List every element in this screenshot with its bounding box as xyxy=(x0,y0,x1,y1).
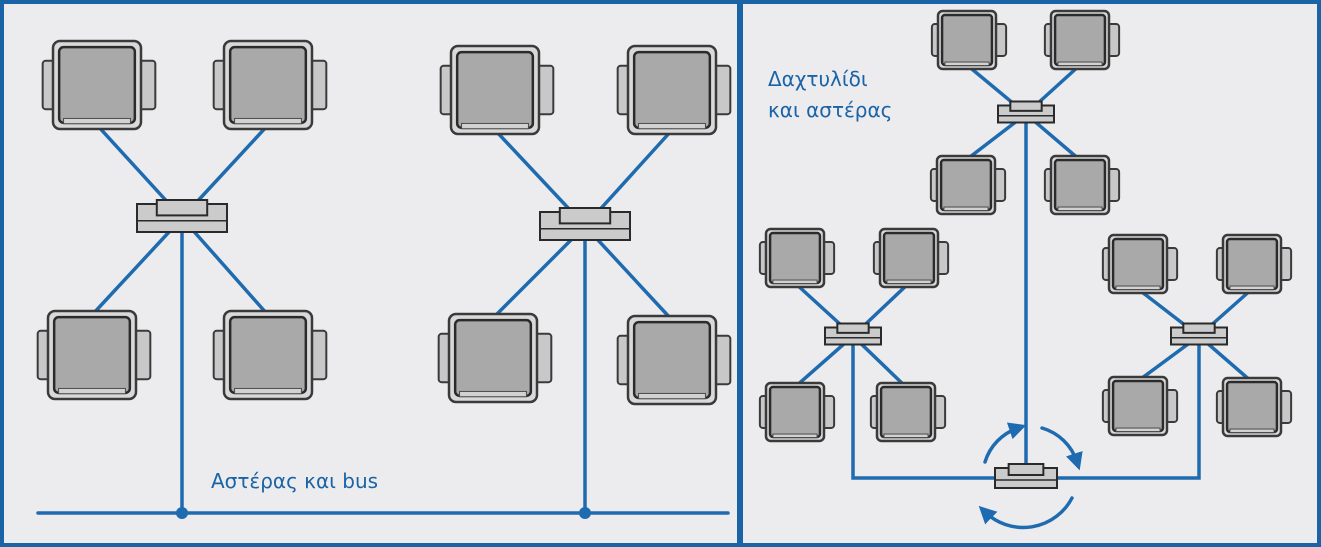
ring-star1-hub xyxy=(997,100,1055,124)
computer-terminal-icon xyxy=(758,227,836,289)
computer-terminal-icon xyxy=(1215,233,1293,295)
computer-terminal-icon xyxy=(1043,154,1121,216)
right-panel-label-line2: και αστέρας xyxy=(768,98,892,122)
computer-terminal-icon xyxy=(616,314,732,406)
computer-terminal-icon xyxy=(758,381,836,443)
bus-junction xyxy=(176,507,188,519)
circular-arrows-icon xyxy=(983,422,1027,464)
star1-link xyxy=(90,216,184,317)
circular-arrows-icon xyxy=(978,496,1074,530)
computer-terminal-icon xyxy=(1215,376,1293,438)
computer-terminal-icon xyxy=(212,39,328,131)
ring-hub xyxy=(994,463,1058,489)
computer-terminal-icon xyxy=(212,309,328,401)
computer-terminal-icon xyxy=(872,227,950,289)
right-star-backbone xyxy=(1024,334,1201,480)
computer-terminal-icon xyxy=(929,154,1007,216)
computer-terminal-icon xyxy=(930,9,1008,71)
ring-arrows xyxy=(978,422,1083,530)
network-computers xyxy=(36,9,1293,443)
computer-terminal-icon xyxy=(439,44,555,136)
network-links xyxy=(36,63,1254,519)
network-hubs xyxy=(136,100,1228,489)
computer-terminal-icon xyxy=(36,309,152,401)
ring-star3-hub xyxy=(1170,322,1228,346)
computer-terminal-icon xyxy=(1043,9,1121,71)
star1-hub xyxy=(136,199,228,233)
computer-terminal-icon xyxy=(41,39,157,131)
star2-link xyxy=(583,224,674,322)
computer-terminal-icon xyxy=(1101,233,1179,295)
circular-arrows-icon xyxy=(1040,426,1083,471)
computer-terminal-icon xyxy=(869,381,947,443)
star2-hub xyxy=(539,207,631,241)
bus-junction xyxy=(579,507,591,519)
ring-star2-hub xyxy=(824,322,882,346)
left-star-backbone xyxy=(851,334,1028,480)
right-panel-label-line1: Δαχτυλίδι xyxy=(768,67,868,91)
computer-terminal-icon xyxy=(1101,375,1179,437)
computer-terminal-icon xyxy=(616,44,732,136)
computer-terminal-icon xyxy=(437,312,553,404)
left-panel-label: Αστέρας και bus xyxy=(211,469,378,493)
star1-link xyxy=(180,216,270,317)
star2-link xyxy=(491,224,587,320)
